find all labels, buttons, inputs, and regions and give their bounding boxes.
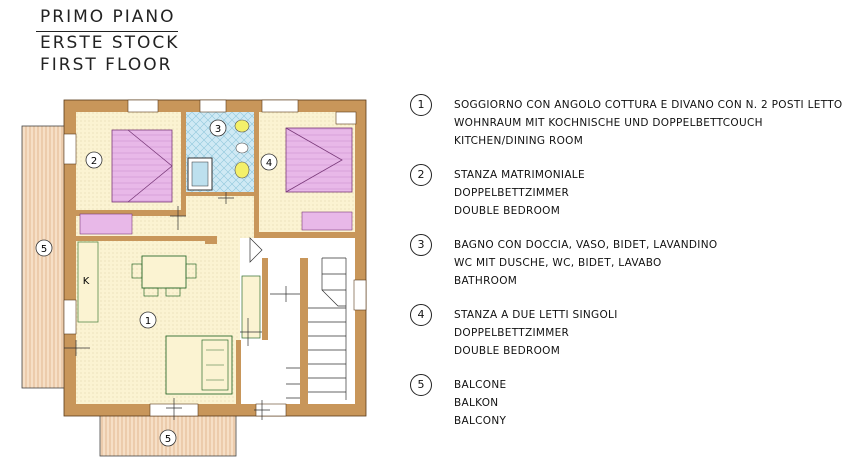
staircase	[286, 257, 347, 400]
wall-hall-mid	[262, 258, 268, 340]
legend-text-de: WC MIT DUSCHE, WC, BIDET, LAVABO	[454, 257, 662, 269]
balcony-west	[21, 125, 67, 389]
legend-text-it: SOGGIORNO CON ANGOLO COTTURA E DIVANO CO…	[454, 99, 843, 111]
room-markers: 2 3 4 1 5 5 K	[35, 119, 278, 447]
wall-stair-core	[300, 258, 308, 404]
legend-text-en: DOUBLE BEDROOM	[454, 205, 561, 217]
legend-text-de: DOPPELBETTZIMMER	[454, 327, 570, 339]
bathroom-fixtures	[187, 119, 250, 191]
legend-text-it: STANZA MATRIMONIALE	[454, 169, 585, 181]
legend-number: 1	[410, 94, 432, 116]
legend-number: 2	[410, 164, 432, 186]
wall-stub	[205, 236, 217, 244]
legend-text-de: DOPPELBETTZIMMER	[454, 187, 570, 199]
room-number-5-south: 5	[165, 434, 171, 445]
title-german: ERSTE STOCK	[40, 33, 180, 53]
legend-text-en: KITCHEN/DINING ROOM	[454, 135, 584, 147]
wardrobe-room-1	[241, 275, 261, 339]
kitchen-mark: K	[83, 276, 90, 287]
legend-text-de: WOHNRAUM MIT KOCHNISCHE UND DOPPELBETTCO…	[454, 117, 763, 129]
wall-bath-east	[254, 112, 259, 232]
wall-hall-west	[236, 340, 241, 404]
windows	[63, 99, 367, 417]
wall-room4-south	[259, 232, 355, 238]
legend-text-it: BALCONE	[454, 379, 507, 391]
room-number-1: 1	[145, 316, 151, 327]
twin-beds-room-4	[285, 127, 353, 231]
legend-text-en: BALCONY	[454, 415, 507, 427]
legend-text-it: BAGNO CON DOCCIA, VASO, BIDET, LAVANDINO	[454, 239, 718, 251]
room-number-2: 2	[91, 156, 97, 167]
title-english: FIRST FLOOR	[40, 55, 173, 75]
double-bed-room-2	[79, 129, 173, 235]
title-italian: PRIMO PIANO	[40, 7, 176, 27]
wall-bath-south	[186, 192, 220, 196]
legend-text-it: STANZA A DUE LETTI SINGOLI	[454, 309, 618, 321]
legend-number: 5	[410, 374, 432, 396]
kitchen-counter	[77, 241, 99, 323]
room-number-4: 4	[266, 158, 272, 169]
corridor-floor	[186, 196, 254, 242]
dining-table	[131, 255, 197, 297]
door-marks	[64, 192, 300, 420]
legend-number: 3	[410, 234, 432, 256]
legend-text-de: BALKON	[454, 397, 499, 409]
wall-room2-south	[76, 210, 181, 216]
legend-text-en: DOUBLE BEDROOM	[454, 345, 561, 357]
sofa-bed	[165, 335, 233, 395]
legend-number: 4	[410, 304, 432, 326]
title-divider	[36, 31, 178, 32]
room-number-5-west: 5	[41, 244, 47, 255]
room-number-3: 3	[215, 124, 221, 135]
wall-room1-north	[76, 236, 210, 241]
legend-text-en: BATHROOM	[454, 275, 518, 287]
wall-bath-west	[181, 112, 186, 206]
